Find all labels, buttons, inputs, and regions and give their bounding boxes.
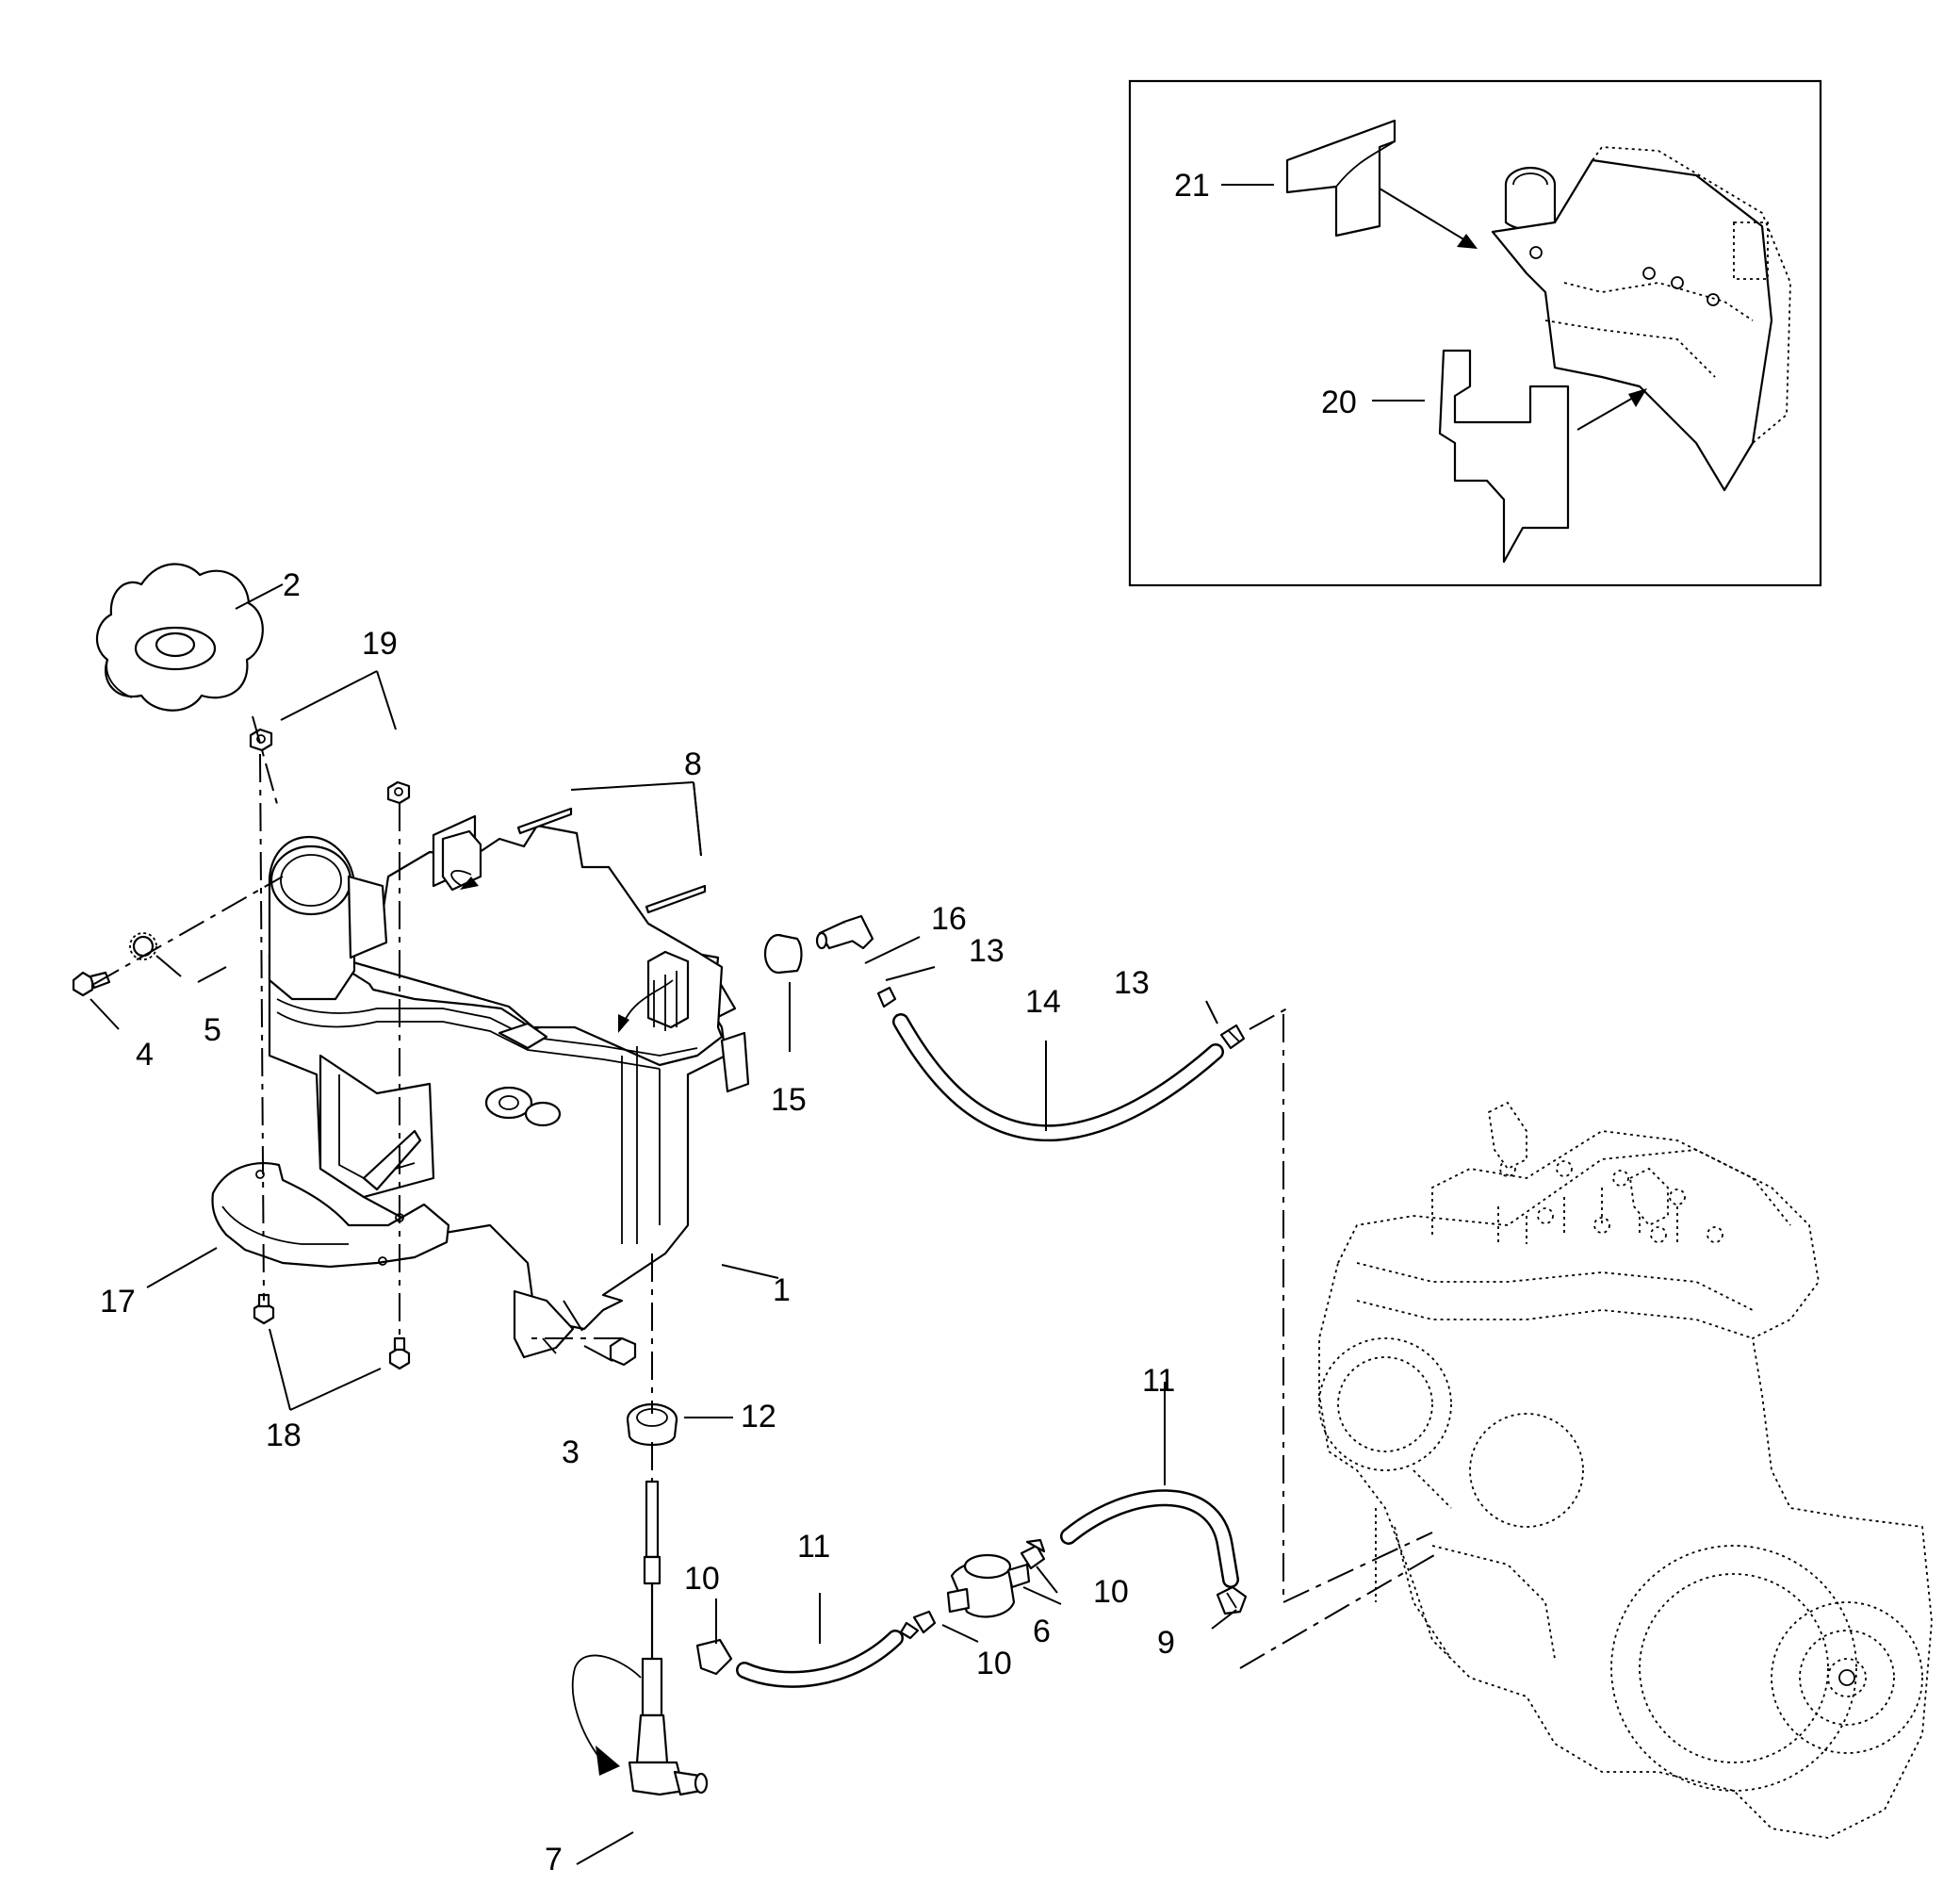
callout-14: 14: [1025, 984, 1061, 1020]
heat-shield-17: [211, 1162, 450, 1269]
grommet-15: [763, 933, 803, 975]
hose-11-upper: [1060, 1489, 1239, 1588]
callout-20: 20: [1321, 385, 1357, 420]
callout-16: 16: [931, 901, 967, 937]
callout-18: 18: [266, 1418, 302, 1453]
callout-5: 5: [204, 1012, 221, 1048]
inset-detail: [1128, 79, 1822, 587]
bolt-4: [72, 971, 111, 997]
nut-19-right: [386, 780, 411, 805]
callout-13-a: 13: [969, 933, 1004, 969]
elbow-fitting-16: [815, 914, 874, 950]
callout-2: 2: [283, 567, 301, 603]
oil-tank-1: [268, 814, 750, 1359]
clamp-10-c: [1020, 1538, 1046, 1570]
callout-1: 1: [773, 1272, 791, 1308]
callout-3: 3: [562, 1434, 580, 1470]
clamp-9: [1216, 1585, 1248, 1615]
filler-cap-2: [95, 563, 264, 712]
assembly-centerlines: [93, 715, 1435, 1669]
callout-11-a: 11: [797, 1529, 830, 1565]
callout-13-b: 13: [1114, 965, 1150, 1001]
callout-10-c: 10: [1093, 1574, 1129, 1610]
callout-labels: 1 2 3 4 5 6 7 8 9 10 10 10 11 11 12 13 1…: [100, 168, 1357, 1877]
callout-6: 6: [1033, 1614, 1051, 1649]
decal-20: [1438, 349, 1570, 564]
clamp-10-a: [695, 1638, 733, 1676]
callout-17: 17: [100, 1284, 136, 1320]
decal-8-strips: [516, 807, 707, 914]
hose-14: [892, 1013, 1224, 1142]
inset-frame: [1128, 79, 1822, 587]
engine-phantom: [1318, 1101, 1933, 1839]
callout-12: 12: [741, 1399, 776, 1434]
hose-11-lower: [736, 1630, 904, 1688]
oil-level-sensor-7: [571, 1480, 709, 1796]
inset-tank: [1491, 146, 1791, 492]
callout-19: 19: [362, 626, 398, 662]
decal-8-arrows: [450, 870, 674, 1033]
callout-10-a: 10: [684, 1561, 720, 1597]
clamp-10-b: [899, 1610, 937, 1640]
nut-3: [609, 1336, 637, 1367]
callout-4: 4: [136, 1037, 154, 1073]
clamp-13-upper: [876, 986, 897, 1008]
leader-lines: [90, 583, 1237, 1865]
oil-filter-6: [946, 1553, 1031, 1618]
callout-8: 8: [684, 746, 702, 782]
decal-21: [1285, 119, 1396, 238]
callout-9: 9: [1157, 1625, 1175, 1661]
callout-10-b: 10: [976, 1646, 1012, 1681]
bolt-18-right: [388, 1336, 411, 1370]
callout-11-b: 11: [1142, 1363, 1175, 1399]
callout-21: 21: [1174, 168, 1210, 204]
nut-19-left: [249, 728, 273, 752]
clamp-13-right: [1219, 1024, 1246, 1050]
callout-15: 15: [771, 1082, 807, 1118]
callout-7: 7: [545, 1842, 563, 1877]
